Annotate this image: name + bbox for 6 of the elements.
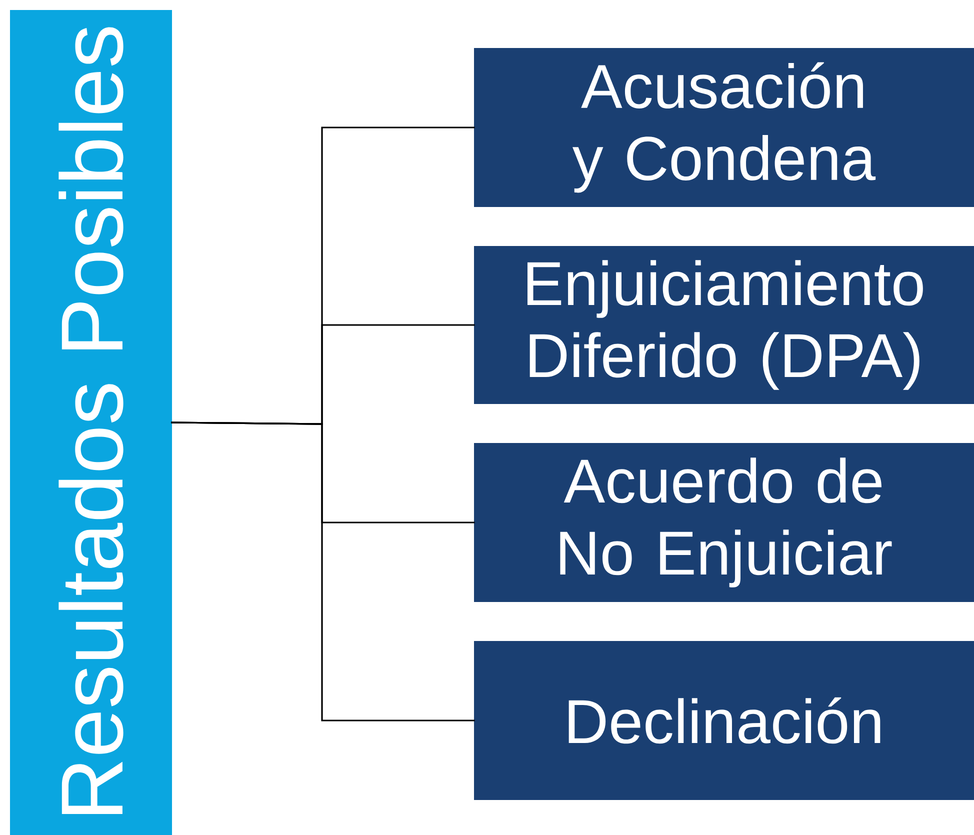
title-bar: Resultados Posibles (10, 10, 172, 835)
outcome-box: Enjuiciamiento Diferido (DPA) (474, 246, 974, 404)
outcome-box: Acusación y Condena (474, 48, 974, 207)
connector-line (171, 422, 475, 722)
outcome-box: Acuerdo de No Enjuiciar (474, 443, 974, 602)
outcome-box: Declinación (474, 641, 974, 800)
